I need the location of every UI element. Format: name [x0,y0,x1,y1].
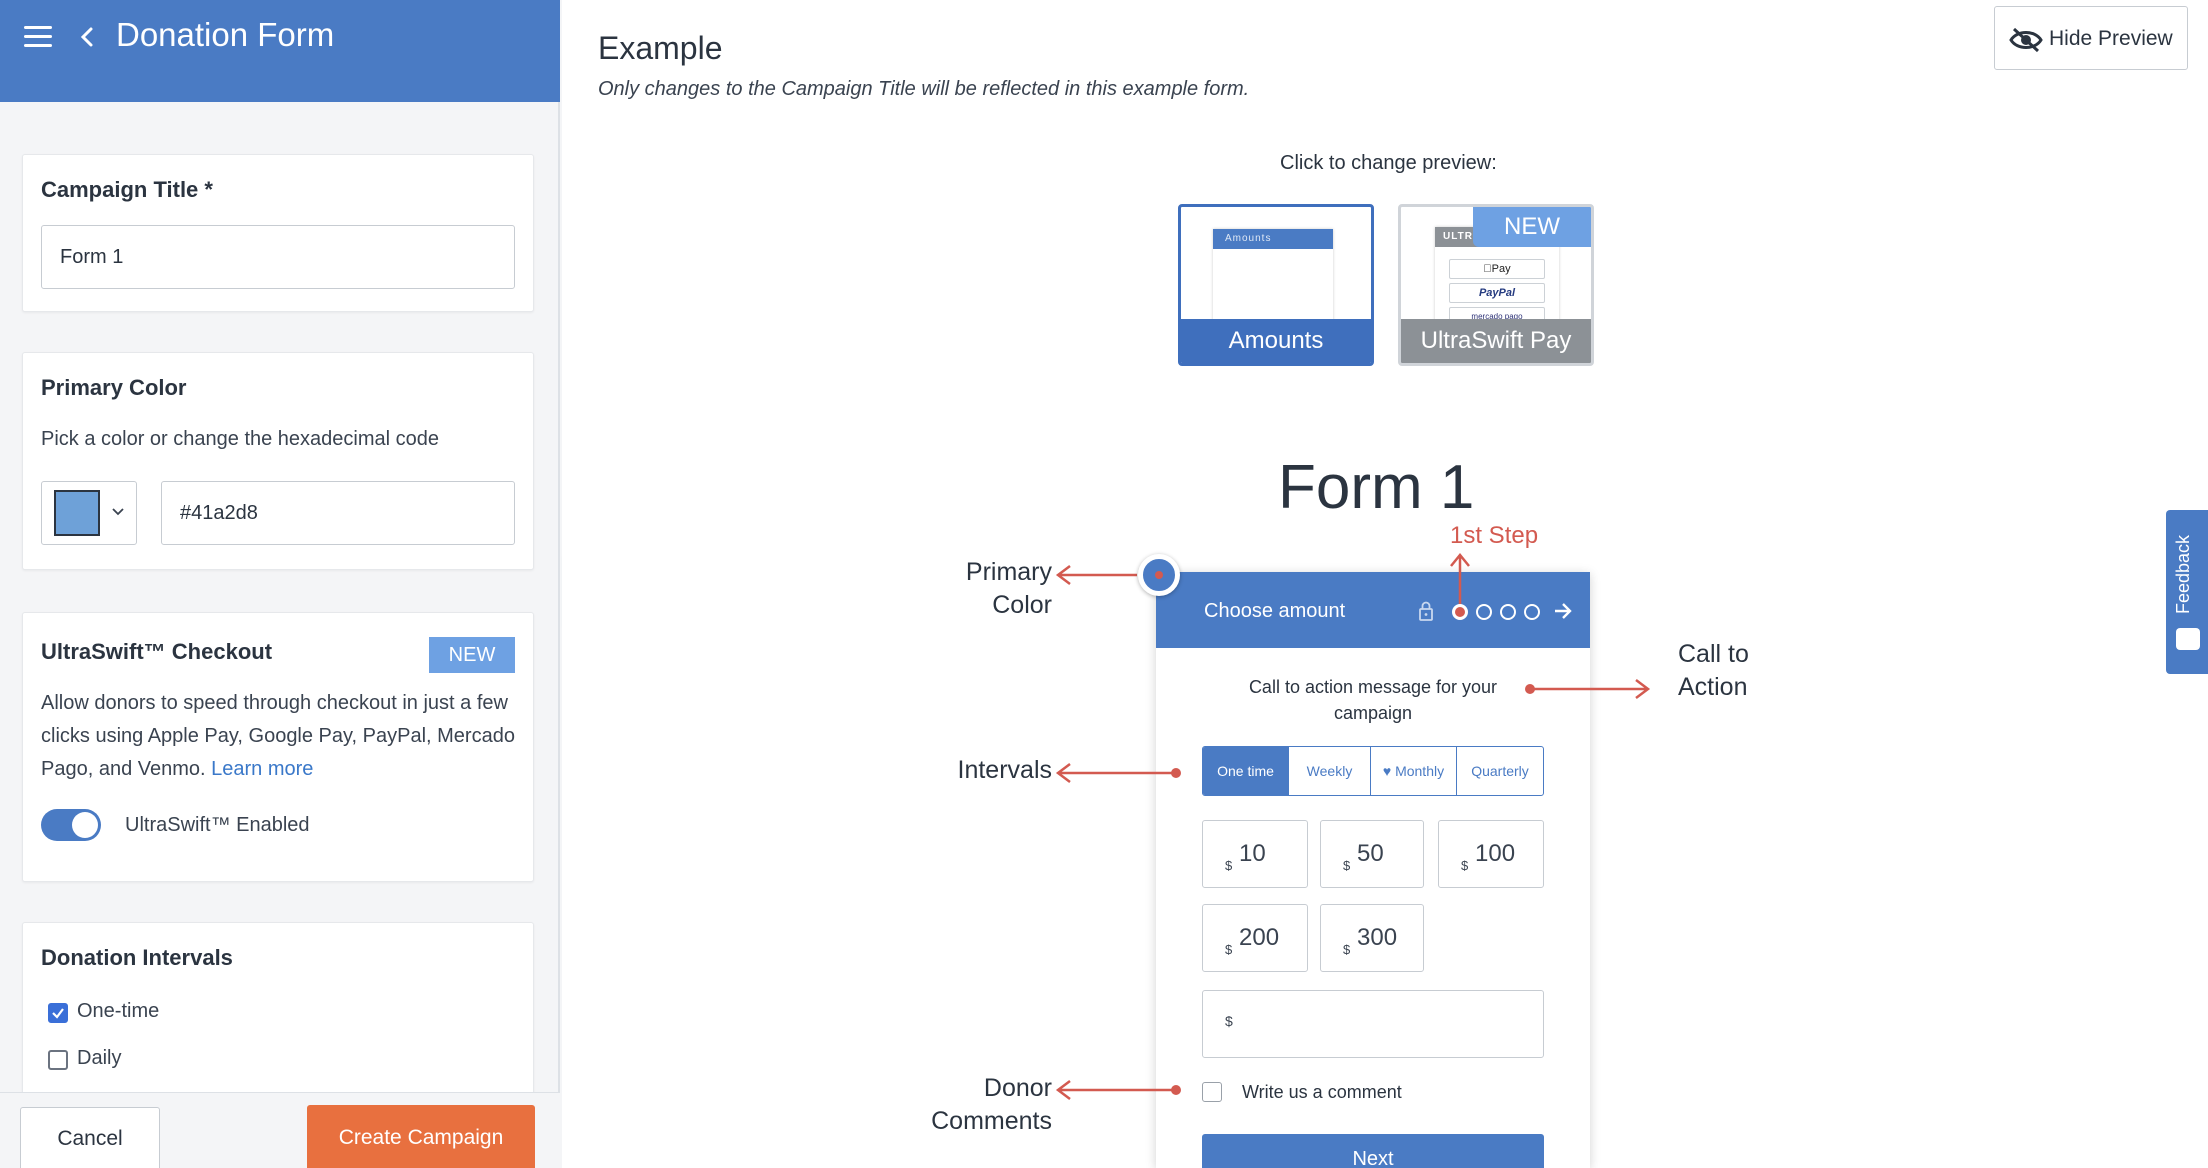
ultraswift-toggle[interactable] [41,809,101,841]
ultraswift-description: Allow donors to speed through checkout i… [41,692,515,780]
color-picker-button[interactable] [41,481,137,545]
annotation-first-step: 1st Step [1450,522,1539,549]
amounts-mini-bar: Amounts [1213,229,1333,249]
step-dot-2 [1476,604,1492,620]
custom-amount-input[interactable]: $ [1202,990,1544,1058]
currency-symbol: $ [1461,858,1469,873]
amount-option[interactable]: $10 [1202,820,1308,888]
primary-color-card: Primary Color Pick a color or change the… [22,352,534,570]
ultraswift-title: UltraSwift™ Checkout [41,639,273,664]
chevron-left-icon[interactable] [76,22,98,52]
campaign-title-card: Campaign Title * Form 1 [22,154,534,312]
donation-widget: Choose amount Call to action message for… [1156,572,1590,1168]
currency-symbol: $ [1225,942,1233,957]
one-time-label: One-time [77,1000,160,1022]
amounts-caption: Amounts [1181,319,1371,363]
sidebar-footer: Cancel Create Campaign [0,1092,560,1168]
paypal-icon: PayPal [1449,283,1545,303]
choose-amount-label: Choose amount [1204,600,1346,622]
preview-title: Example [598,30,723,66]
campaign-title-label: Campaign Title * [41,177,213,202]
ultraswift-preview-thumbnail[interactable]: ULTRA Pay PayPal mercado pago NEW Ultra… [1398,204,1594,366]
comment-label: Write us a comment [1242,1082,1402,1102]
amounts-preview-thumbnail[interactable]: Amounts Amounts [1178,204,1374,366]
ultraswift-toggle-label: UltraSwift™ Enabled [125,814,310,836]
amount-option[interactable]: $50 [1320,820,1424,888]
campaign-title-input[interactable]: Form 1 [41,225,515,289]
amounts-mini-form: Amounts [1213,229,1333,325]
amount-option[interactable]: $100 [1438,820,1544,888]
daily-checkbox[interactable] [48,1050,68,1070]
ultraswift-card: UltraSwift™ Checkout NEW Allow donors to… [22,612,534,882]
interval-weekly[interactable]: Weekly [1289,747,1371,795]
primary-color-marker [1138,554,1180,596]
learn-more-link[interactable]: Learn more [211,758,314,780]
currency-symbol: $ [1225,858,1233,873]
arrow-right-icon[interactable] [1552,600,1574,622]
widget-header: Choose amount [1156,572,1590,648]
preview-subtitle: Only changes to the Campaign Title will … [598,78,1250,100]
sidebar-title: Donation Form [116,16,335,53]
preview-panel: Example Only changes to the Campaign Tit… [562,0,2208,1168]
currency-symbol: $ [1343,942,1351,957]
step-dot-4 [1524,604,1540,620]
primary-color-hint: Pick a color or change the hexadecimal c… [41,428,440,450]
color-swatch [54,490,100,536]
comment-checkbox[interactable] [1202,1082,1222,1102]
interval-monthly[interactable]: ♥ Monthly [1371,747,1457,795]
step-dot-3 [1500,604,1516,620]
sidebar: Donation Form Campaign Title * Form 1 Pr… [0,0,560,1168]
amount-option[interactable]: $200 [1202,904,1308,972]
hide-preview-label: Hide Preview [2049,27,2173,50]
primary-color-label: Primary Color [41,375,187,400]
amount-option[interactable]: $300 [1320,904,1424,972]
chevron-down-icon [112,508,124,516]
daily-label: Daily [77,1047,122,1069]
call-to-action-message: Call to action message for your campaign [1248,677,1498,723]
interval-quarterly[interactable]: Quarterly [1471,763,1529,779]
interval-tabs: One time Weekly ♥ Monthly Quarterly [1202,746,1544,796]
new-tag: NEW [1473,207,1591,247]
hide-preview-button[interactable]: Hide Preview [1994,6,2188,70]
eye-off-icon [2009,27,2043,53]
annotation-arrows [1055,553,1651,1100]
annotation-intervals: Intervals [957,756,1052,784]
create-campaign-button[interactable]: Create Campaign [307,1105,535,1168]
smile-icon [2176,628,2200,650]
currency-symbol: $ [1225,1013,1233,1029]
feedback-tab[interactable]: Feedback [2166,510,2208,674]
change-preview-label: Click to change preview: [1280,152,1497,174]
cancel-button[interactable]: Cancel [20,1107,160,1168]
feedback-label: Feedback [2173,534,2193,614]
ultraswift-caption: UltraSwift Pay [1401,319,1591,363]
sidebar-header: Donation Form [0,0,560,102]
lock-icon [1419,601,1433,621]
apple-pay-icon: Pay [1449,259,1545,279]
form-title: Form 1 [1278,453,1475,522]
currency-symbol: $ [1343,858,1351,873]
next-button[interactable]: Next [1202,1134,1544,1168]
donation-intervals-title: Donation Intervals [41,945,233,970]
one-time-checkbox[interactable] [48,1003,68,1023]
interval-one-time[interactable]: One time [1203,747,1289,795]
donation-intervals-card: Donation Intervals One-time Daily [22,922,534,1102]
hamburger-menu-icon[interactable] [24,26,54,50]
hex-color-input[interactable]: #41a2d8 [161,481,515,545]
new-badge: NEW [429,637,515,673]
